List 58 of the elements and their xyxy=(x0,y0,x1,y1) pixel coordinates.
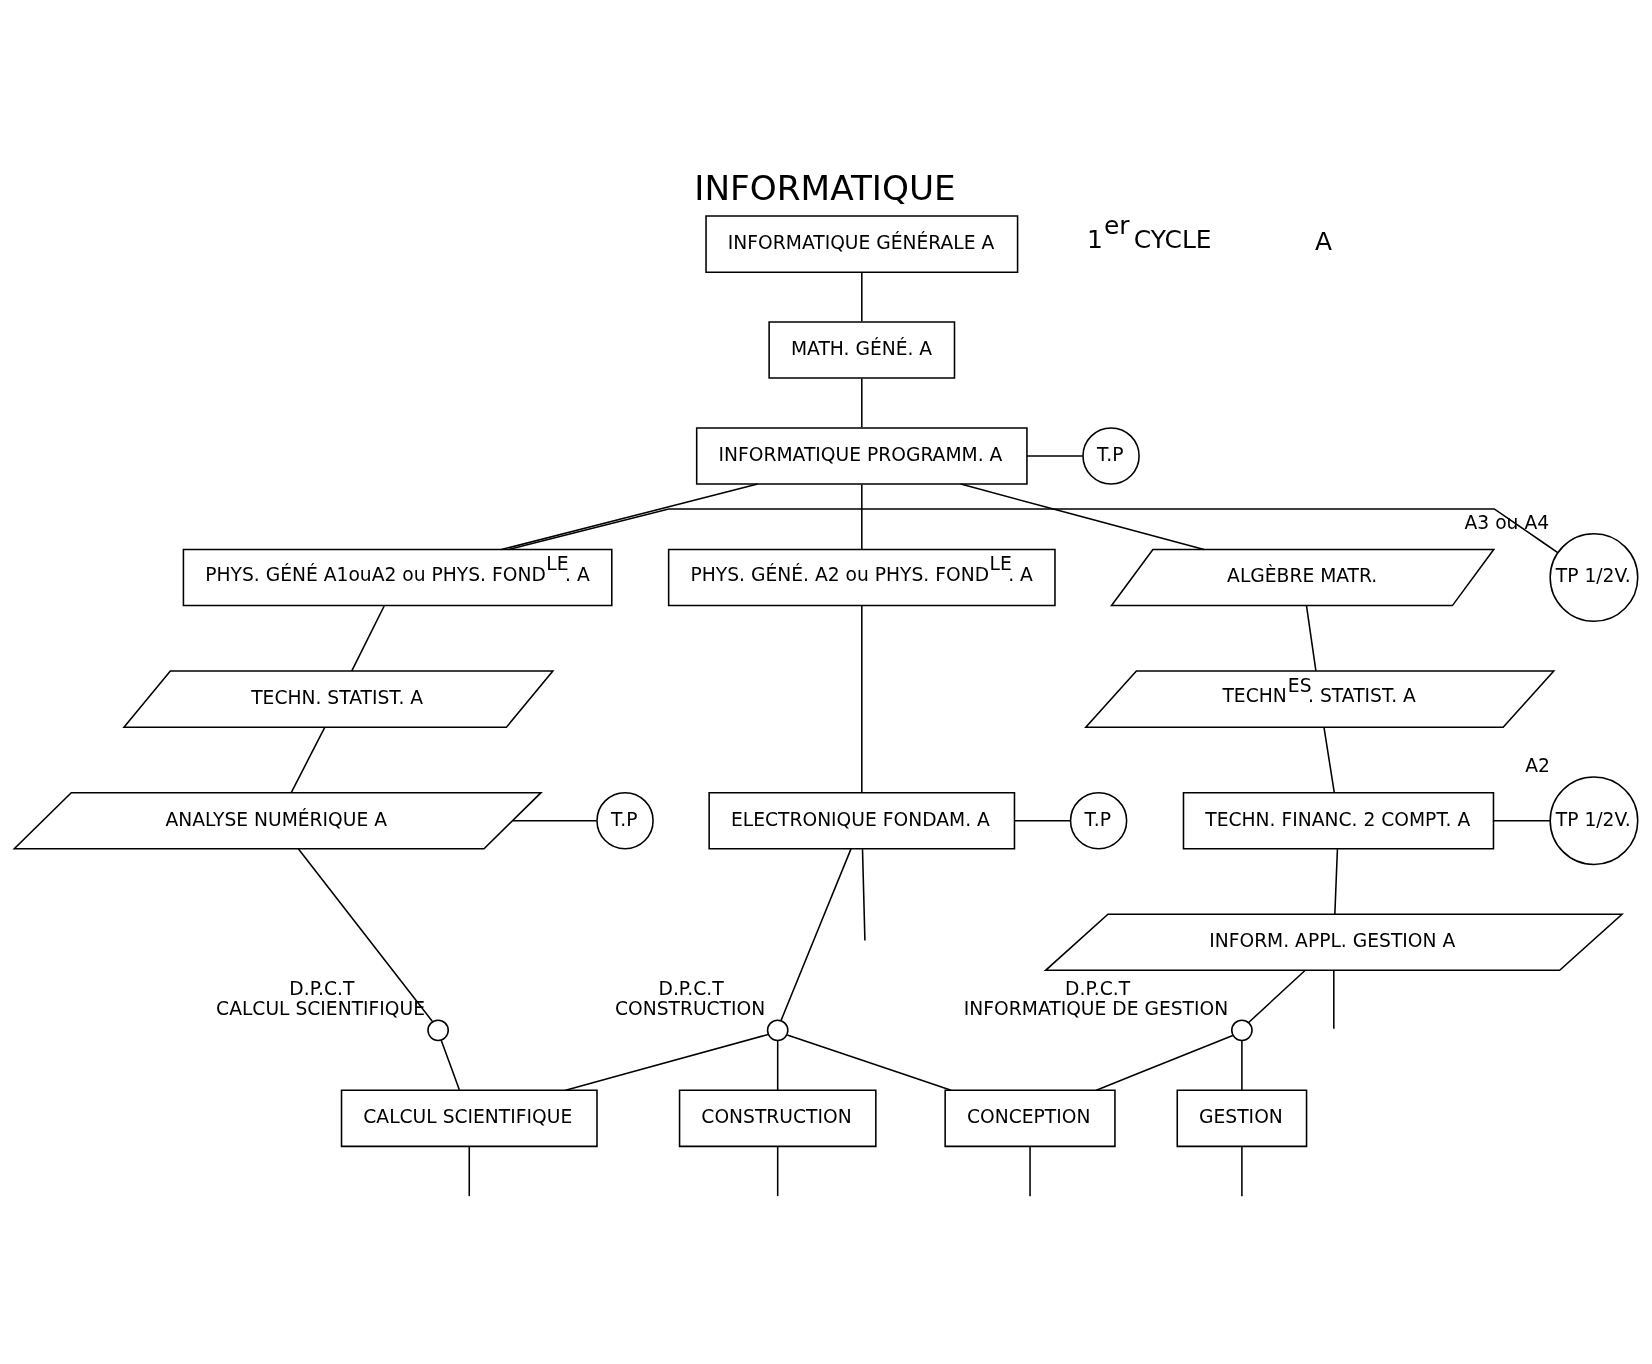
node-label: CONSTRUCTION xyxy=(614,997,766,1019)
node-label: D.P.C.T xyxy=(1065,977,1131,999)
node-circle: TP 1/2V. xyxy=(1549,776,1639,866)
connector xyxy=(1241,1145,1243,1197)
connector xyxy=(1323,726,1336,794)
node-circle: T.P xyxy=(1082,427,1140,485)
node-circle xyxy=(427,1019,449,1042)
connector xyxy=(1333,969,1335,1030)
node-circle xyxy=(1231,1019,1253,1042)
connector xyxy=(511,819,598,822)
node-circle: T.P xyxy=(1069,791,1128,850)
connector xyxy=(1013,819,1072,822)
connector xyxy=(776,1040,779,1091)
connector xyxy=(564,1033,769,1091)
node-label: CALCUL SCIENTIFIQUE xyxy=(216,997,426,1019)
connector xyxy=(297,848,433,1022)
connector xyxy=(861,604,863,794)
connector xyxy=(440,1039,461,1091)
connector xyxy=(1492,819,1551,822)
node-box: GESTION xyxy=(1176,1089,1308,1148)
connector xyxy=(786,1034,952,1091)
node-label: D.P.C.T xyxy=(289,977,355,999)
node-box: CONCEPTION xyxy=(944,1089,1116,1148)
label: A xyxy=(1315,227,1333,257)
node-label: A3 ou A4 xyxy=(1464,511,1550,533)
connector xyxy=(1241,1040,1243,1091)
node-circle: TP 1/2V. xyxy=(1549,533,1639,623)
connector xyxy=(290,726,326,794)
connector xyxy=(959,483,1205,551)
connector xyxy=(861,377,863,428)
connector xyxy=(780,848,852,1022)
connector xyxy=(1026,455,1084,457)
connector xyxy=(500,483,759,551)
connector xyxy=(1095,1034,1234,1091)
node-label: D.P.C.T xyxy=(658,977,724,999)
connector xyxy=(468,1145,471,1197)
node-box: INFORMATIQUE GÉNÉRALE A xyxy=(705,215,1019,273)
connector xyxy=(1334,848,1339,915)
node-circle xyxy=(766,1019,789,1042)
node-circle: T.P xyxy=(596,791,654,850)
node-box: INFORMATIQUE PROGRAMM. A xyxy=(695,427,1028,485)
node-box: CONSTRUCTION xyxy=(678,1089,877,1148)
node-label: A2 xyxy=(1525,754,1551,776)
diagram-title: INFORMATIQUE xyxy=(694,167,956,208)
node-box: ELECTRONIQUE FONDAM. A xyxy=(708,791,1016,850)
connector xyxy=(1247,969,1306,1024)
connector xyxy=(1029,1145,1031,1197)
connector xyxy=(507,508,1559,554)
connector xyxy=(861,848,866,942)
node-box: MATH. GÉNÉ. A xyxy=(768,321,956,379)
node-label: INFORMATIQUE DE GESTION xyxy=(963,997,1229,1019)
node-box: CALCUL SCIENTIFIQUE xyxy=(340,1089,598,1148)
connector xyxy=(861,271,863,323)
connector xyxy=(1305,605,1317,672)
connector xyxy=(776,1145,779,1197)
connector xyxy=(861,483,863,550)
connector xyxy=(351,605,385,672)
node-box: TECHN. FINANC. 2 COMPT. A xyxy=(1182,791,1495,850)
